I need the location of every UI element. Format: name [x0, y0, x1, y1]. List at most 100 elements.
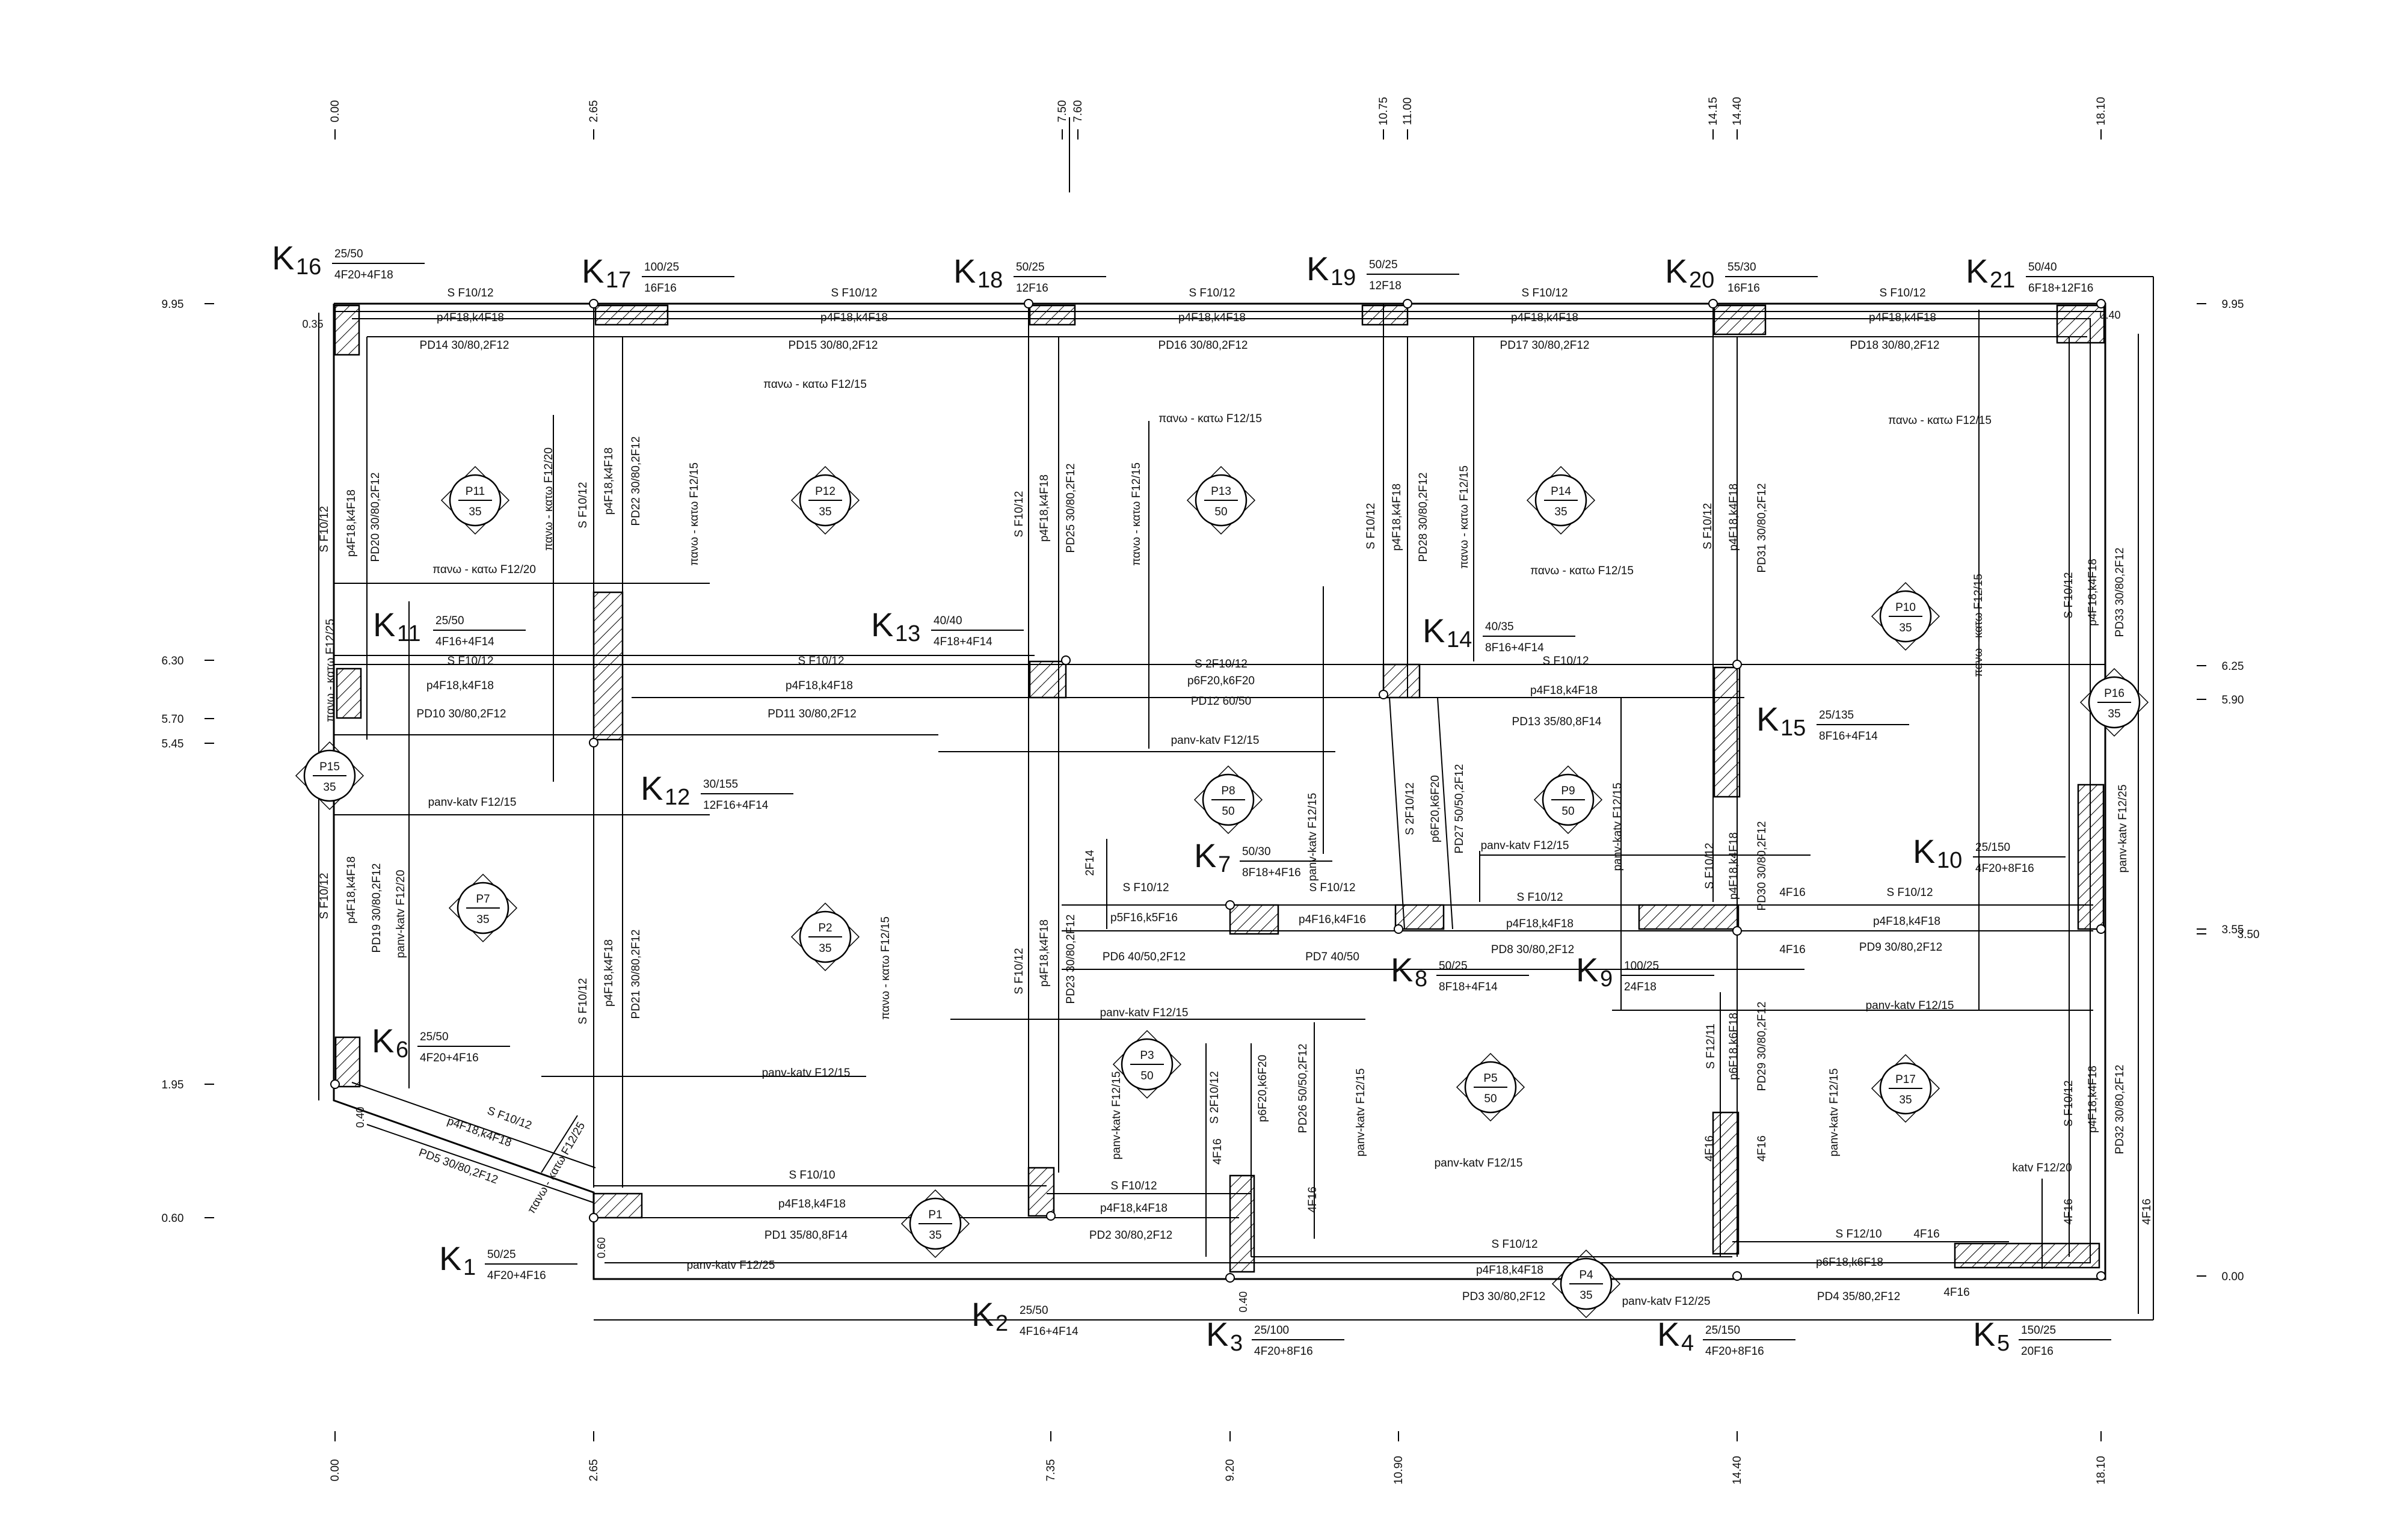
- beam-annotation-vertical: PD31 30/80,2F12: [1756, 483, 1768, 573]
- beam-annotation: πανω - κατω F12/20: [432, 563, 536, 576]
- slab-marker: P2 35: [790, 902, 860, 972]
- beam-annotation: PD18 30/80,2F12: [1850, 339, 1940, 352]
- column-rebar: 8F16+4F14: [1485, 642, 1544, 654]
- beam-annotation-vertical: S F10/12: [1702, 503, 1714, 549]
- beam-line: [1437, 697, 1453, 930]
- beam-annotation-vertical: PD33 30/80,2F12: [2114, 548, 2126, 637]
- column-k13: [1029, 660, 1067, 699]
- beam-annotation: p4F16,k4F16: [1299, 913, 1366, 926]
- column-number: 5: [1997, 1331, 2010, 1356]
- beam-annotation-vertical: panv-katv F12/25: [2117, 785, 2129, 873]
- grid-joints: [330, 299, 2106, 1283]
- beam-annotation: p4F18,k4F18: [1873, 915, 1940, 928]
- beam-annotation-vertical: πανω - κατω F12/25: [324, 619, 337, 722]
- beam-annotation-vertical: πανω - κατω F12/20: [543, 447, 555, 551]
- beam-annotation: p4F18,k4F18: [1506, 918, 1574, 930]
- column-number: 2: [995, 1311, 1008, 1336]
- slab-thickness: 35: [819, 942, 831, 955]
- beam-annotation-diagonal: πανω - κατω F12/25: [525, 1120, 588, 1216]
- column-k6: [334, 1036, 361, 1088]
- beam-annotation-vertical: panv-katv F12/20: [395, 870, 407, 959]
- joint: [2096, 1271, 2106, 1281]
- column-k4: [1712, 1111, 1740, 1255]
- column-name: K: [641, 769, 663, 807]
- beam-annotation-vertical: panv-katv F12/15: [1828, 1069, 1841, 1157]
- column-size: 40/35: [1485, 621, 1514, 633]
- slab-name: P2: [818, 922, 832, 934]
- column-rebar: 4F20+4F16: [420, 1052, 479, 1064]
- column-name: K: [582, 252, 604, 290]
- beam-annotation: panv-katv F12/15: [428, 796, 517, 809]
- beam-annotation: PD16 30/80,2F12: [1158, 339, 1248, 352]
- beam-annotation: PD4 35/80,2F12: [1817, 1290, 1900, 1303]
- grid-label-left: 9.95: [162, 298, 184, 311]
- column-sections: [334, 304, 2105, 1273]
- beam-annotation-vertical: panv-katv F12/15: [1110, 1072, 1123, 1160]
- column-k17: [594, 304, 669, 326]
- column-number: 12: [665, 785, 690, 810]
- beam-annotation: PD6 40/50,2F12: [1103, 951, 1186, 963]
- beam-annotation: πανω - κατω F12/15: [1888, 414, 1992, 427]
- column-k16: [334, 304, 360, 356]
- joint: [589, 1213, 598, 1222]
- beam-annotation-vertical: S F10/12: [577, 978, 589, 1024]
- column-number: 17: [606, 268, 631, 293]
- beam-annotation-vertical: PD26 50/50,2F12: [1297, 1044, 1309, 1134]
- column-number: 14: [1447, 627, 1472, 652]
- beam-annotation: panv-katv F12/15: [1435, 1157, 1523, 1170]
- joint: [1225, 1273, 1235, 1283]
- beam-line: [351, 1082, 596, 1168]
- beam-annotation: S F10/10: [789, 1169, 835, 1182]
- grid-label-right: 3.55: [2222, 924, 2244, 936]
- beam-annotation: p5F16,k5F16: [1110, 912, 1178, 924]
- beam-annotation-vertical: PD21 30/80,2F12: [630, 930, 642, 1019]
- column-number: 15: [1780, 716, 1806, 741]
- beam-annotation-vertical: PD22 30/80,2F12: [630, 437, 642, 526]
- column-k8: [1394, 904, 1445, 930]
- structure-lines: [318, 276, 2154, 1321]
- grid-label-right: 0.00: [2222, 1271, 2244, 1283]
- beam-annotation-vertical: panv-katv F12/15: [1355, 1069, 1367, 1157]
- column-size: 25/50: [1020, 1304, 1048, 1317]
- grid-label-right: 5.90: [2222, 694, 2244, 707]
- joint: [1061, 655, 1071, 665]
- beam-annotation: p4F18,k4F18: [1530, 684, 1598, 697]
- column-size: 25/50: [435, 615, 464, 627]
- grid-label-bottom: 18.10: [2095, 1456, 2108, 1485]
- grid-label-right: 6.25: [2222, 660, 2244, 673]
- column-k21: [2056, 304, 2105, 344]
- beam-annotation-vertical: S F10/12: [2063, 1080, 2075, 1126]
- column-rebar: 4F20+4F16: [487, 1269, 546, 1282]
- column-size: 25/135: [1819, 709, 1854, 722]
- slab-markers-layer: P135P235P350P435P550P735P850P950P1035P11…: [295, 465, 2149, 1319]
- beam-annotation-vertical: PD29 30/80,2F12: [1756, 1002, 1768, 1091]
- offset-dimension: 0.40: [1237, 1291, 1249, 1312]
- slab-thickness: 35: [1554, 506, 1567, 518]
- slab-name: P4: [1579, 1269, 1593, 1281]
- beam-annotation: 4F16: [1943, 1286, 1969, 1299]
- beam-annotation: PD1 35/80,8F14: [765, 1229, 848, 1242]
- grid-label-left: 6.30: [162, 655, 184, 667]
- beam-annotation-vertical: p4F18,k4F18: [1391, 483, 1403, 551]
- slab-thickness: 35: [2108, 708, 2120, 720]
- beam-annotation-vertical: panv-katv F12/15: [1611, 783, 1624, 871]
- beam-annotation: 4F16: [1779, 943, 1805, 956]
- column-k3: [1229, 1174, 1255, 1273]
- beam-annotation: S F10/12: [1886, 886, 1933, 899]
- slab-thickness: 35: [1899, 1094, 1912, 1106]
- beam-annotation: PD11 30/80,2F12: [768, 708, 857, 720]
- column-rebar: 12F16: [1016, 282, 1048, 295]
- column-name: K: [1306, 250, 1329, 287]
- slab-name: P15: [319, 761, 340, 773]
- column-k19: [1361, 304, 1409, 326]
- grid-label-top: 0.00: [329, 100, 342, 123]
- beam-annotation: S F10/12: [447, 287, 493, 299]
- column-k14: [1382, 663, 1421, 699]
- grid-label-top: 14.15: [1707, 97, 1720, 126]
